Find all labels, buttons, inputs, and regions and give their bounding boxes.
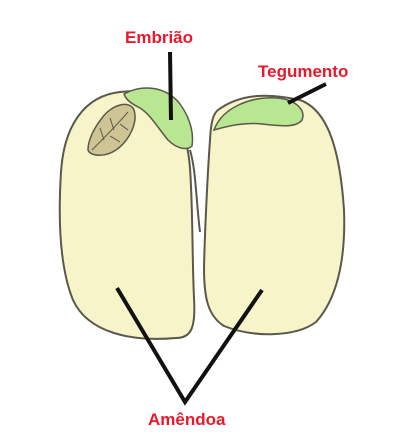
right-cotyledon [204, 96, 344, 334]
tegumento-pointer [288, 84, 326, 103]
label-amendoa: Amêndoa [148, 410, 225, 430]
embriao-pointer [170, 52, 171, 120]
label-embriao: Embrião [125, 28, 193, 48]
label-tegumento: Tegumento [258, 62, 348, 82]
